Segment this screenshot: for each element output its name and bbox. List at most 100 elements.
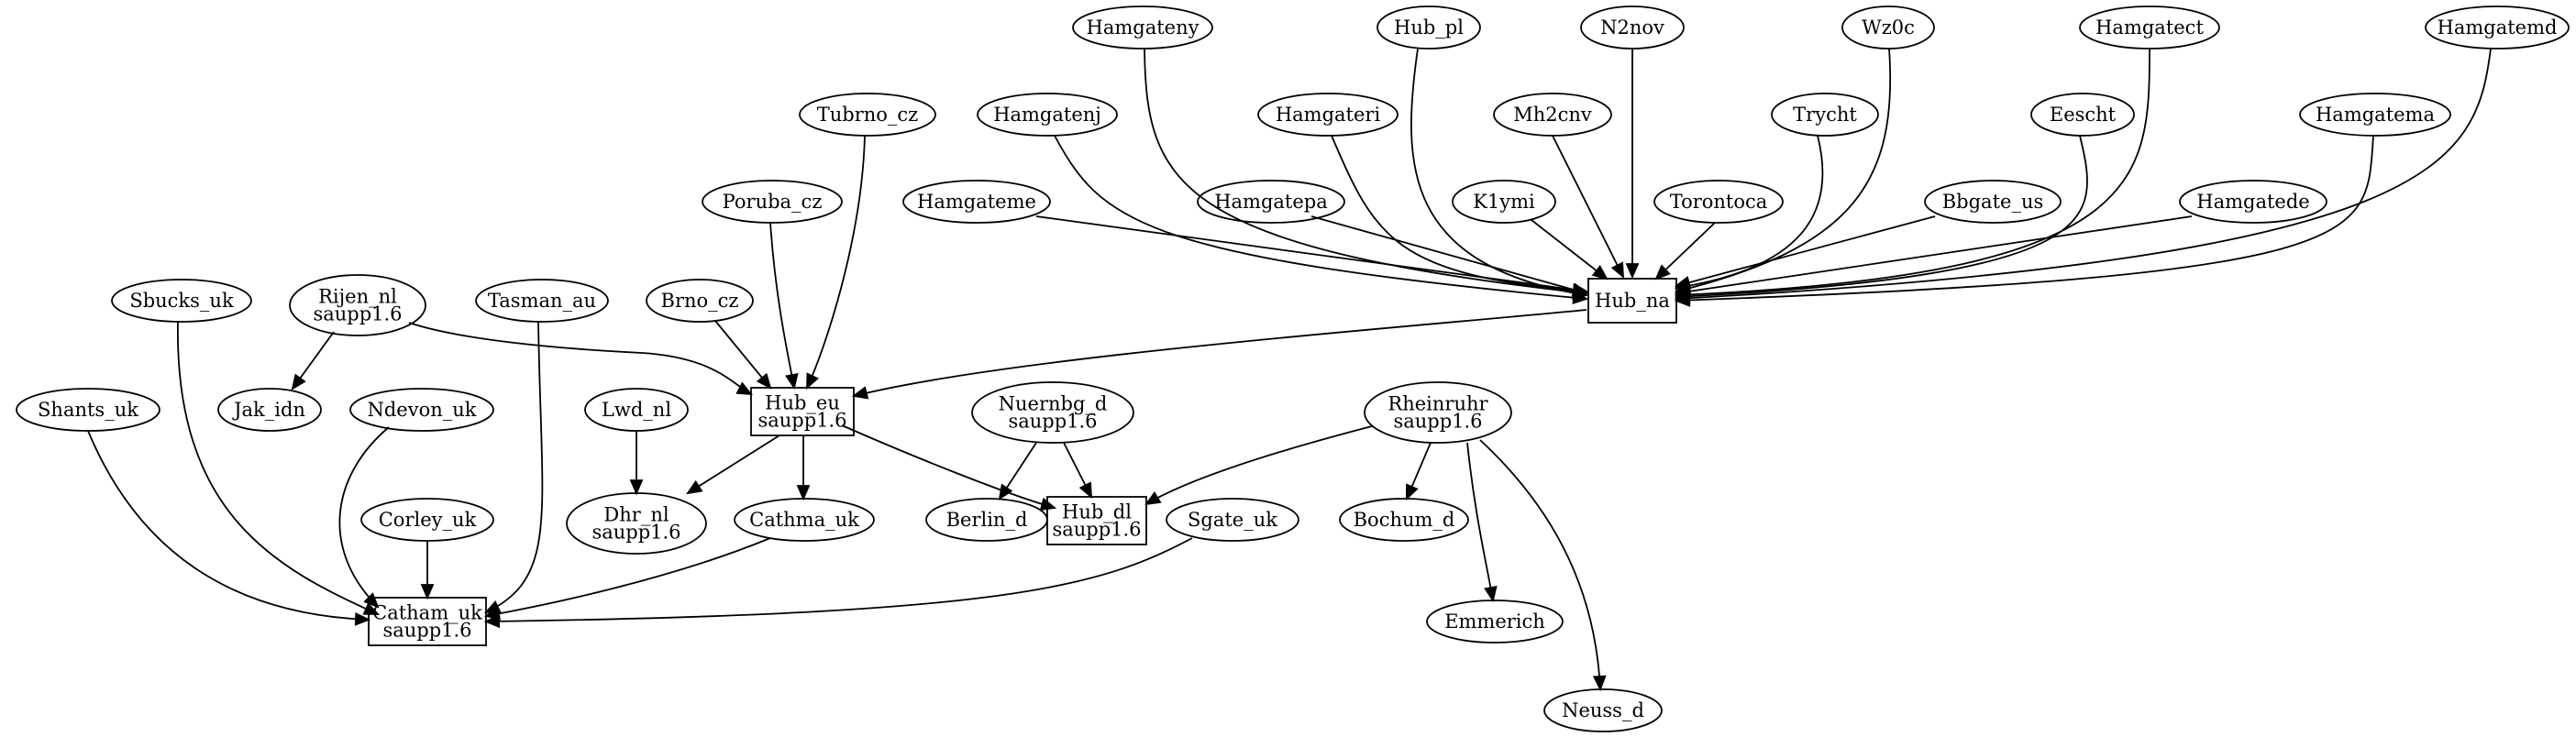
- node-hub-na[interactable]: Hub_na: [1587, 278, 1677, 324]
- arrowhead: [796, 485, 811, 501]
- edge-line: [769, 222, 795, 389]
- node-neuss-d[interactable]: Neuss_d: [1543, 688, 1663, 732]
- node-bbgate-us[interactable]: Bbgate_us: [1924, 180, 2062, 224]
- edges-layer: [87, 48, 2492, 692]
- node-tubrno-cz[interactable]: Tubrno_cz: [799, 93, 936, 137]
- node-corley-uk[interactable]: Corley_uk: [360, 498, 494, 542]
- edge-hamgatemd-to-hub_na: [1674, 48, 2492, 305]
- edge-rheinruhr-to-bochum_d: [1406, 442, 1432, 501]
- node-lwd-nl[interactable]: Lwd_nl: [584, 388, 689, 432]
- edge-line: [1054, 135, 1587, 300]
- node-ellipse: [902, 180, 1051, 224]
- edge-line: [841, 424, 1056, 509]
- node-box: [368, 597, 487, 646]
- edge-bbgate_us-to-hub_na: [1674, 215, 1936, 290]
- arrowhead: [420, 584, 435, 600]
- node-hub-pl[interactable]: Hub_pl: [1376, 6, 1481, 50]
- node-sgate-uk[interactable]: Sgate_uk: [1166, 498, 1299, 542]
- edge-line: [1552, 135, 1624, 278]
- node-sublabel: saupp1.6: [1052, 519, 1141, 541]
- arrowhead: [354, 612, 371, 626]
- node-trycht[interactable]: Trycht: [1771, 93, 1879, 137]
- node-label: Tubrno_cz: [817, 104, 919, 126]
- node-ellipse: [566, 492, 707, 555]
- edge-mh2cnv-to-hub_na: [1552, 135, 1625, 280]
- node-n2nov[interactable]: N2nov: [1580, 6, 1685, 50]
- node-hamgateri[interactable]: Hamgateri: [1257, 93, 1399, 137]
- node-sublabel: saupp1.6: [1393, 411, 1482, 433]
- edge-line: [1675, 48, 2492, 300]
- node-label: Sbucks_uk: [129, 290, 234, 312]
- arrowhead: [1406, 483, 1419, 501]
- node-ellipse: [1580, 6, 1685, 50]
- node-label: Cathma_uk: [749, 509, 859, 531]
- node-label: Brno_cz: [661, 290, 739, 312]
- arrowhead: [1144, 491, 1162, 506]
- node-sbucks-uk[interactable]: Sbucks_uk: [111, 279, 252, 323]
- edge-line: [408, 322, 752, 395]
- node-label: Shants_uk: [38, 399, 138, 421]
- edge-line: [1675, 48, 1892, 292]
- node-berlin-d[interactable]: Berlin_d: [925, 498, 1048, 542]
- node-jak-idn[interactable]: Jak_idn: [217, 388, 322, 432]
- node-hamgatect[interactable]: Hamgatect: [2079, 6, 2220, 50]
- node-ellipse: [1543, 688, 1663, 732]
- edge-line: [485, 537, 1193, 622]
- node-ellipse: [289, 274, 426, 336]
- node-brno-cz[interactable]: Brno_cz: [646, 279, 754, 323]
- node-label: K1ymi: [1473, 191, 1535, 213]
- node-hamgatepa[interactable]: Hamgatepa: [1197, 180, 1345, 224]
- node-shants-uk[interactable]: Shants_uk: [16, 388, 160, 432]
- node-label: Catham_uk: [372, 602, 482, 624]
- node-wz0c[interactable]: Wz0c: [1841, 6, 1935, 50]
- edge-line: [1466, 442, 1494, 601]
- node-cathma-uk[interactable]: Cathma_uk: [734, 498, 875, 542]
- node-label: Ndevon_uk: [367, 399, 476, 421]
- edge-cathma_uk-to-catham_uk: [483, 537, 771, 621]
- edge-sgate_uk-to-catham_uk: [483, 537, 1193, 629]
- edge-nuernbg_d-to-berlin_d: [998, 442, 1037, 500]
- node-mh2cnv[interactable]: Mh2cnv: [1493, 93, 1612, 137]
- node-hamgateny[interactable]: Hamgateny: [1072, 6, 1213, 50]
- node-poruba-cz[interactable]: Poruba_cz: [702, 180, 843, 224]
- node-hamgatenj[interactable]: Hamgatenj: [977, 93, 1118, 137]
- node-torontoca[interactable]: Torontoca: [1653, 180, 1784, 224]
- node-hamgateme[interactable]: Hamgateme: [902, 180, 1051, 224]
- node-hamgatemd[interactable]: Hamgatemd: [2425, 6, 2570, 50]
- node-eescht[interactable]: Eescht: [2030, 93, 2135, 137]
- node-tasman-au[interactable]: Tasman_au: [475, 279, 609, 323]
- edge-line: [1310, 215, 1587, 294]
- node-bochum-d[interactable]: Bochum_d: [1339, 498, 1469, 542]
- node-ndevon-uk[interactable]: Ndevon_uk: [349, 388, 494, 432]
- node-ellipse: [1841, 6, 1935, 50]
- arrowhead: [756, 372, 772, 390]
- node-label: Rijen_nl: [318, 286, 397, 308]
- node-ellipse: [1376, 6, 1481, 50]
- node-hamgatede[interactable]: Hamgatede: [2179, 180, 2327, 224]
- arrowhead: [851, 386, 869, 400]
- arrowhead: [1571, 282, 1589, 297]
- node-hamgatema[interactable]: Hamgatema: [2299, 93, 2451, 137]
- arrowhead: [291, 373, 306, 390]
- node-k1ymi[interactable]: K1ymi: [1452, 180, 1556, 224]
- node-box: [1046, 496, 1147, 545]
- node-label: Jak_idn: [232, 399, 305, 421]
- edge-poruba_cz-to-hub_eu: [769, 222, 799, 390]
- node-ellipse: [1653, 180, 1784, 224]
- arrowhead: [1078, 481, 1093, 500]
- edge-tubrno_cz-to-hub_eu: [806, 135, 866, 390]
- node-label: Lwd_nl: [602, 399, 671, 421]
- node-label: Neuss_d: [1562, 699, 1644, 721]
- arrowhead: [362, 602, 381, 615]
- edge-rheinruhr-to-emmerich: [1466, 442, 1498, 603]
- node-ellipse: [977, 93, 1118, 137]
- node-emmerich[interactable]: Emmerich: [1426, 600, 1564, 644]
- node-ellipse: [584, 388, 689, 432]
